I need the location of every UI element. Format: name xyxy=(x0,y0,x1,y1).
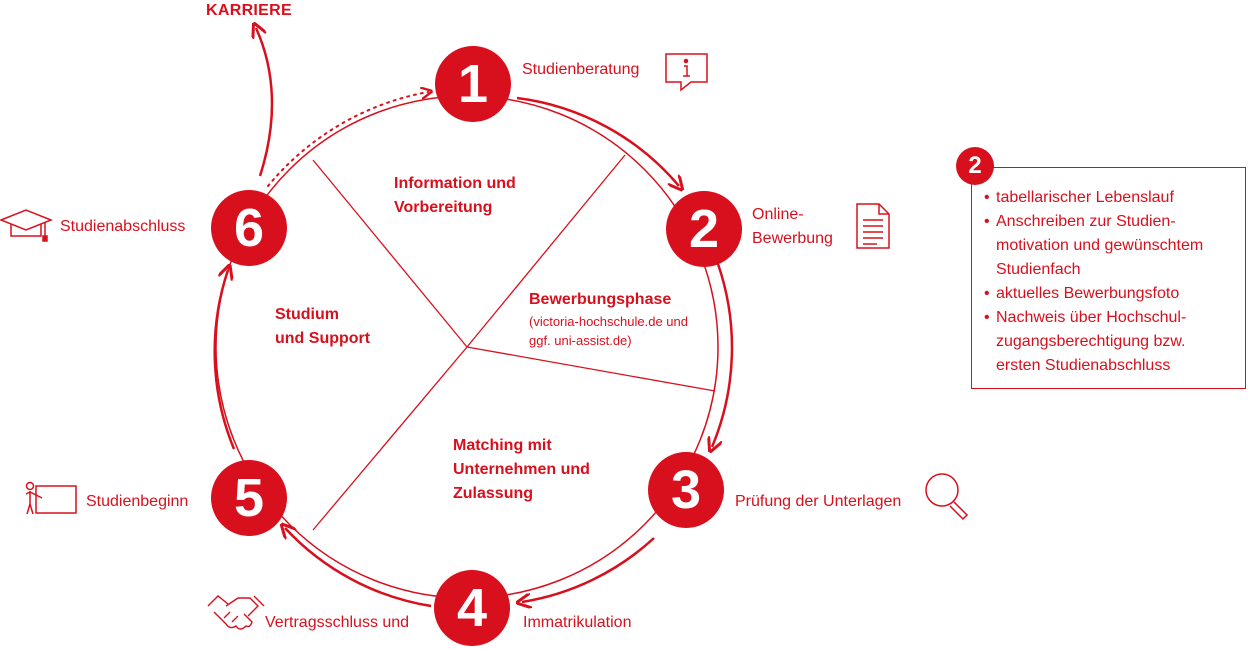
graduation-cap-icon xyxy=(0,209,54,242)
handshake-icon xyxy=(207,595,265,630)
step-1-label: Studienberatung xyxy=(522,61,640,78)
divider-line xyxy=(312,346,468,531)
step-1-badge: 1 xyxy=(435,46,511,122)
segment-information-line: Information und xyxy=(394,175,516,192)
document-icon xyxy=(856,203,890,249)
list-item-line: aktuelles Bewerbungsfoto xyxy=(996,285,1180,302)
arrow-4-to-5 xyxy=(285,528,432,608)
list-item-line: motivation und gewünschtem xyxy=(996,237,1204,254)
step-6-badge: 6 xyxy=(211,190,287,266)
step-5-badge: 5 xyxy=(211,460,287,536)
list-item-line: Anschreiben zur Studien- xyxy=(996,213,1176,230)
step-2-label-line-1: Online- xyxy=(752,206,804,223)
step-3-label: Prüfung der Unterlagen xyxy=(735,493,902,510)
step-2-label-line-2: Bewerbung xyxy=(752,230,833,247)
segment-bewerbung-title: Bewerbungsphase xyxy=(529,291,672,308)
list-item-line: ersten Studienabschluss xyxy=(996,357,1171,374)
arrow-1-to-2 xyxy=(516,96,679,186)
list-item: tabellarischer Lebenslauf xyxy=(984,186,1203,210)
segment-bewerbung-note: ggf. uni-assist.de) xyxy=(529,333,632,348)
list-item: Anschreiben zur Studien- motivation und … xyxy=(984,210,1203,282)
segment-information: Information und Vorbereitung xyxy=(394,172,516,220)
step-6-label: Studienabschluss xyxy=(60,218,186,235)
segment-matching: Matching mit Unternehmen und Zulassung xyxy=(453,434,590,506)
step-3-badge: 3 xyxy=(648,452,724,528)
list-item-line: zugangsberechtigung bzw. xyxy=(996,333,1186,350)
segment-matching-line: Unternehmen und xyxy=(453,461,590,478)
segment-bewerbung-note: (victoria-hochschule.de und xyxy=(529,314,688,329)
requirements-badge: 2 xyxy=(956,147,994,185)
step-4-label-right: Immatrikulation xyxy=(523,614,632,631)
list-item-line: tabellarischer Lebenslauf xyxy=(996,189,1174,206)
list-item-line: Studienfach xyxy=(996,261,1081,278)
list-item: Nachweis über Hochschul- zugangsberechti… xyxy=(984,306,1203,378)
presentation-icon xyxy=(25,481,77,515)
requirements-list: tabellarischer Lebenslauf Anschreiben zu… xyxy=(984,186,1203,378)
step-4-badge: 4 xyxy=(434,570,510,646)
segment-matching-line: Matching mit xyxy=(453,437,552,454)
arrow-3-to-4 xyxy=(522,537,655,602)
segment-information-line: Vorbereitung xyxy=(394,199,493,216)
step-4-label-left: Vertragsschluss und xyxy=(265,614,410,631)
list-item-line: Nachweis über Hochschul- xyxy=(996,309,1187,326)
arrow-2-to-3 xyxy=(712,263,734,447)
requirements-box xyxy=(971,167,1246,389)
segment-studium: Studium und Support xyxy=(275,303,370,351)
divider-line xyxy=(466,346,716,392)
divider-line xyxy=(312,159,468,348)
segment-bewerbung: Bewerbungsphase (victoria-hochschule.de … xyxy=(529,288,688,350)
segment-studium-line: und Support xyxy=(275,330,371,347)
list-item: aktuelles Bewerbungsfoto xyxy=(984,282,1203,306)
segment-matching-line: Zulassung xyxy=(453,485,534,502)
arrow-to-karriere xyxy=(256,28,274,177)
karriere-label: KARRIERE xyxy=(206,2,292,19)
step-2-badge: 2 xyxy=(666,191,742,267)
arrow-5-to-6 xyxy=(213,270,236,450)
info-sign-icon xyxy=(665,53,708,92)
divider-line xyxy=(466,154,626,348)
dotted-arrow-6-to-1 xyxy=(267,92,428,187)
segment-studium-line: Studium xyxy=(275,306,339,323)
magnifier-icon xyxy=(925,473,969,521)
step-5-label: Studienbeginn xyxy=(86,493,189,510)
